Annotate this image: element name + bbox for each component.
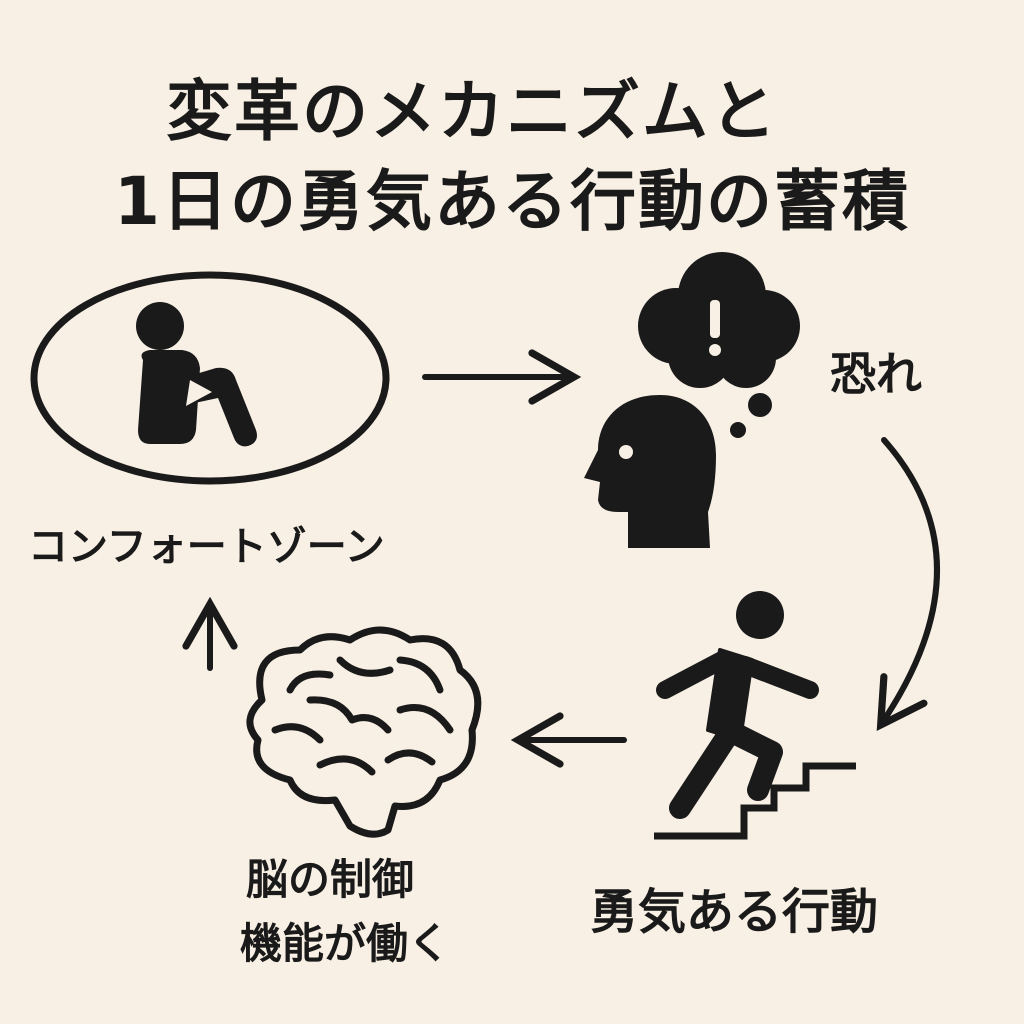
brain-icon [246,626,482,838]
head-thought-bubble-icon [584,252,800,548]
brain-label-line-2: 機能が働く [240,919,451,968]
person-climbing-stairs-icon [654,591,856,840]
comfort-zone-ellipse [30,271,390,485]
stairs [654,762,856,840]
arrow-to-courage [876,437,940,732]
head-silhouette [584,395,716,548]
title-line-2: 1日の勇気ある行動の蓄積 [114,163,910,240]
sitting-person-icon [136,302,257,447]
courage-label: 勇気ある行動 [590,884,879,940]
thought-cloud [638,252,800,388]
fear-label: 恐れ [830,347,922,401]
title-line-1: 変革のメカニズムと [166,73,778,150]
brain-label-line-1: 脳の制御 [246,855,415,904]
comfort-zone-label: コンフォートゾーン [28,524,385,570]
exclamation-icon [710,300,720,338]
comfort-zone-group [30,271,390,485]
